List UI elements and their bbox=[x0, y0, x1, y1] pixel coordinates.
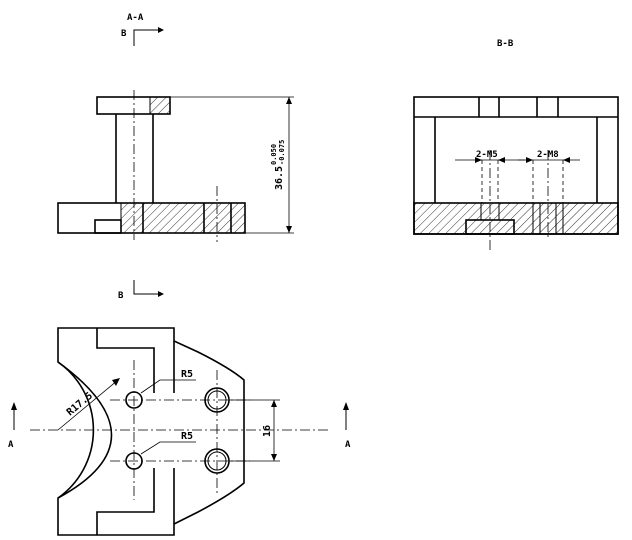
bb-m8-hole bbox=[532, 202, 564, 235]
aa-base-slot bbox=[94, 219, 122, 234]
arrowhead-a-left bbox=[11, 402, 17, 410]
section-a-label-left: A bbox=[8, 440, 14, 450]
section-aa-view: A-A B 36.5 0.050 -0.075 bbox=[57, 13, 294, 242]
section-bb-title: B-B bbox=[497, 39, 514, 49]
r17-leader bbox=[57, 379, 119, 431]
section-b-label-bottom: B bbox=[118, 291, 124, 301]
arrowhead-height-bottom bbox=[286, 226, 292, 233]
bb-m5-thread bbox=[480, 202, 500, 221]
height-tol-lower: -0.075 bbox=[278, 140, 286, 165]
spacing-16-label: 16 bbox=[262, 425, 273, 437]
aa-top-hatch bbox=[149, 96, 171, 115]
arrowhead-m5-right bbox=[498, 157, 505, 163]
r5-bottom-leader bbox=[140, 441, 196, 455]
radius-r5-bottom-label: R5 bbox=[181, 431, 193, 442]
height-dimension-value: 36.5 bbox=[274, 166, 285, 190]
aa-base-hatch bbox=[120, 202, 246, 234]
plan-outer-outline bbox=[57, 327, 245, 536]
plan-step-top bbox=[96, 328, 155, 393]
plan-large-arc bbox=[57, 361, 113, 499]
plan-view: B A A R17.5 bbox=[8, 280, 351, 536]
arrowhead-m8-right bbox=[563, 157, 570, 163]
cutting-plane-arrow-b-bottom bbox=[133, 280, 158, 295]
plan-step-bottom bbox=[96, 468, 155, 535]
bb-base-hatch bbox=[413, 202, 619, 235]
arrowhead-height-top bbox=[286, 97, 292, 104]
section-b-label-top: B bbox=[121, 29, 127, 39]
r5-top-leader bbox=[140, 379, 196, 394]
height-tol-upper: 0.050 bbox=[270, 144, 278, 165]
radius-r5-top-label: R5 bbox=[181, 369, 193, 380]
thread-m5-label: 2-M5 bbox=[476, 150, 498, 160]
section-bb-view: B-B 2-M5 2-M8 bbox=[413, 39, 619, 252]
section-aa-title: A-A bbox=[127, 13, 144, 23]
radius-r17-label: R17.5 bbox=[65, 391, 95, 419]
arrowhead-a-right bbox=[343, 402, 349, 410]
arrowhead-16-bottom bbox=[271, 454, 277, 461]
arrowhead-b-top bbox=[158, 27, 164, 33]
section-a-label-right: A bbox=[345, 440, 351, 450]
arrowhead-m8-left bbox=[526, 157, 533, 163]
arrowhead-b-bottom bbox=[158, 291, 164, 297]
arrowhead-m5-left bbox=[475, 157, 482, 163]
cutting-plane-arrow-b-top bbox=[133, 29, 158, 46]
arrowhead-r17 bbox=[112, 378, 120, 386]
thread-m8-label: 2-M8 bbox=[537, 150, 559, 160]
arrowhead-16-top bbox=[271, 400, 277, 407]
